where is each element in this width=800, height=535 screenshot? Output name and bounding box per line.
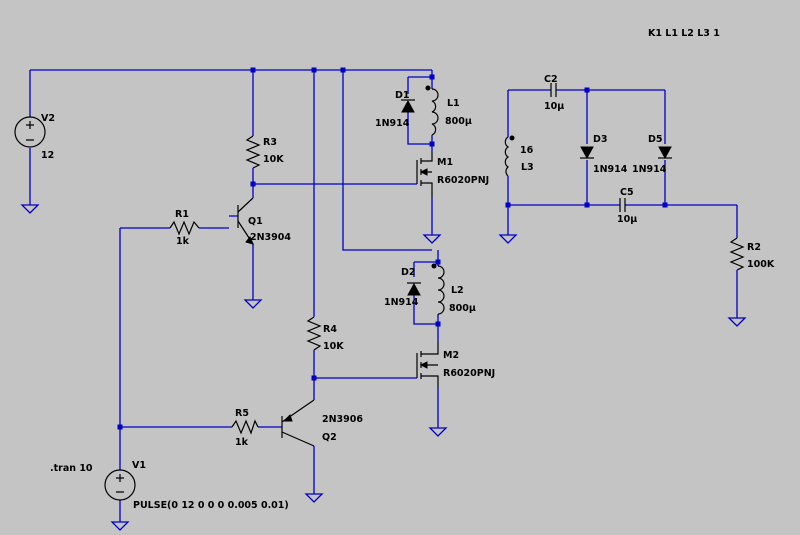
junction-dot <box>250 67 256 73</box>
component-ref: M1 <box>437 157 453 168</box>
component-ref: R3 <box>263 137 277 148</box>
junction-dot <box>311 67 317 73</box>
component-ref: R4 <box>323 324 337 335</box>
junction-dot <box>311 375 317 381</box>
ground-symbols <box>20 204 747 531</box>
component-value: PULSE(0 12 0 0 0 0.005 0.01) <box>133 500 289 511</box>
junction-dot <box>429 141 435 147</box>
mosfet-m2[interactable]: M2 R6020PNJ <box>416 342 495 388</box>
ground-symbol <box>498 234 518 244</box>
capacitor-c5[interactable]: C5 10µ <box>617 187 637 225</box>
resistor-r5[interactable]: R5 1k <box>231 408 259 448</box>
inductor-l1[interactable]: L1 800µ <box>425 85 472 136</box>
junction-dot <box>117 424 123 430</box>
component-ref: Q1 <box>248 216 263 227</box>
junction-dot <box>250 181 256 187</box>
component-ref: R5 <box>235 408 249 419</box>
junction-dot <box>435 259 441 265</box>
component-value: 1N914 <box>384 297 419 308</box>
junction-dot <box>584 87 590 93</box>
component-ref: D2 <box>401 267 416 278</box>
component-ref: D5 <box>648 134 663 145</box>
ground-symbol <box>110 521 130 531</box>
component-value: 800µ <box>445 116 472 127</box>
junction-dot <box>505 202 511 208</box>
component-value: R6020PNJ <box>437 175 489 186</box>
junction-dot <box>429 74 435 80</box>
transistor-q1[interactable]: Q1 2N3904 <box>237 197 291 245</box>
ground-symbol <box>20 204 40 214</box>
ground-symbol <box>727 317 747 327</box>
component-ref: V1 <box>132 460 146 471</box>
diode-d1[interactable]: D1 1N914 <box>375 90 415 129</box>
component-ref: M2 <box>443 350 459 361</box>
component-value: 800µ <box>449 303 476 314</box>
component-value: 10K <box>323 341 344 352</box>
mosfet-m1[interactable]: M1 R6020PNJ <box>416 152 489 198</box>
component-value: 1k <box>235 437 249 448</box>
component-value: 10µ <box>544 101 564 112</box>
component-ref: D1 <box>395 90 410 101</box>
diode-d3[interactable]: D3 1N914 <box>580 134 628 175</box>
component-value: 1k <box>176 236 190 247</box>
component-ref: V2 <box>41 113 55 124</box>
component-value: 1N914 <box>593 164 628 175</box>
junction-dots <box>117 67 668 430</box>
tran-directive[interactable]: .tran 10 <box>50 463 93 474</box>
inductor-l3[interactable]: 16 L3 <box>504 135 534 177</box>
ground-symbol <box>428 427 448 437</box>
inductor-l2[interactable]: L2 800µ <box>431 263 476 315</box>
capacitor-c2[interactable]: C2 10µ <box>544 74 564 112</box>
coupling-directive[interactable]: K1 L1 L2 L3 1 <box>648 28 720 39</box>
component-value: 10µ <box>617 214 637 225</box>
component-value: 16 <box>520 145 534 156</box>
component-value: 10K <box>263 154 284 165</box>
component-value: 1N914 <box>632 164 667 175</box>
component-ref: L1 <box>447 98 460 109</box>
voltage-source-v1[interactable]: V1 PULSE(0 12 0 0 0 0.005 0.01) <box>104 460 289 511</box>
voltage-source-v2[interactable]: V2 12 <box>14 113 55 161</box>
resistor-r2[interactable]: R2 100K <box>729 237 775 271</box>
component-ref: R2 <box>747 242 761 253</box>
component-value: R6020PNJ <box>443 368 495 379</box>
transistor-q2[interactable]: 2N3906 Q2 <box>281 399 363 447</box>
wires <box>29 69 738 522</box>
ground-symbol <box>243 299 263 309</box>
resistor-r3[interactable]: R3 10K <box>245 135 284 169</box>
junction-dot <box>584 202 590 208</box>
component-ref: C2 <box>544 74 558 85</box>
component-ref: C5 <box>620 187 634 198</box>
component-ref: R1 <box>175 209 189 220</box>
component-value: 2N3906 <box>322 414 363 425</box>
junction-dot <box>340 67 346 73</box>
component-ref: L2 <box>451 285 464 296</box>
component-value: 1N914 <box>375 118 410 129</box>
component-ref: L3 <box>521 162 534 173</box>
diode-d5[interactable]: D5 1N914 <box>632 134 672 175</box>
junction-dot <box>435 321 441 327</box>
component-value: 100K <box>747 259 775 270</box>
component-ref: D3 <box>593 134 608 145</box>
component-value: 12 <box>41 150 54 161</box>
ground-symbol <box>304 493 324 503</box>
component-value: 2N3904 <box>250 232 291 243</box>
component-ref: Q2 <box>322 432 337 443</box>
resistor-r1[interactable]: R1 1k <box>169 209 200 247</box>
junction-dot <box>662 202 668 208</box>
diode-d2[interactable]: D2 1N914 <box>384 267 421 308</box>
resistor-r4[interactable]: R4 10K <box>306 316 344 352</box>
ground-symbol <box>422 234 442 244</box>
